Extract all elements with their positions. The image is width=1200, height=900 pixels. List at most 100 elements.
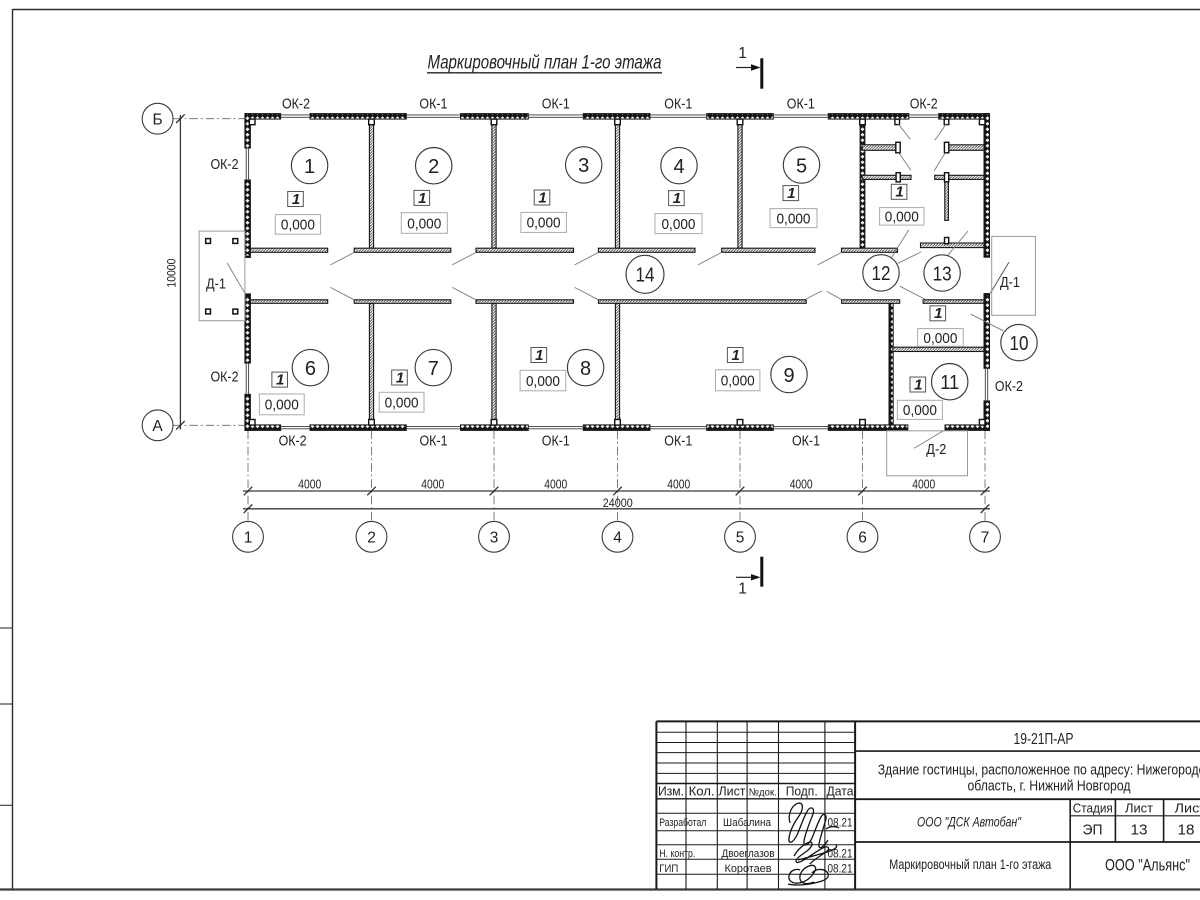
svg-text:1: 1 <box>538 189 546 206</box>
svg-text:5: 5 <box>796 155 807 177</box>
svg-text:0,000: 0,000 <box>662 217 696 233</box>
svg-text:6: 6 <box>305 358 316 380</box>
svg-text:1: 1 <box>304 156 315 178</box>
svg-text:10000: 10000 <box>164 258 178 287</box>
svg-text:0,000: 0,000 <box>526 374 560 390</box>
svg-text:13: 13 <box>933 263 952 285</box>
svg-text:0,000: 0,000 <box>407 216 441 232</box>
svg-text:0,000: 0,000 <box>923 331 957 347</box>
svg-text:Лист: Лист <box>1125 800 1153 815</box>
svg-text:08.21: 08.21 <box>828 848 853 860</box>
svg-text:18: 18 <box>1178 821 1195 838</box>
svg-text:ОК-1: ОК-1 <box>664 434 692 450</box>
svg-text:4000: 4000 <box>790 477 813 491</box>
svg-text:0,000: 0,000 <box>281 218 315 234</box>
svg-text:ОК-1: ОК-1 <box>542 96 570 112</box>
svg-text:Маркировочный план 1-го этажа: Маркировочный план 1-го этажа <box>889 857 1051 872</box>
svg-text:1: 1 <box>244 529 253 546</box>
svg-text:ОК-1: ОК-1 <box>792 434 820 450</box>
svg-text:1: 1 <box>673 190 681 207</box>
svg-text:2: 2 <box>428 156 439 178</box>
svg-text:ОК-1: ОК-1 <box>664 96 692 112</box>
svg-text:8: 8 <box>580 358 591 380</box>
svg-text:Здание гостинцы, расположенное: Здание гостинцы, расположенное по адресу… <box>878 762 1200 779</box>
svg-text:1: 1 <box>292 191 300 208</box>
svg-text:ООО "Альянс": ООО "Альянс" <box>1105 856 1190 874</box>
svg-text:Листов: Листов <box>1175 800 1200 815</box>
svg-text:4000: 4000 <box>667 477 690 491</box>
svg-text:7: 7 <box>428 358 439 380</box>
svg-text:0,000: 0,000 <box>721 374 755 390</box>
svg-text:12: 12 <box>872 263 891 285</box>
svg-text:4: 4 <box>673 156 684 178</box>
svg-text:1: 1 <box>787 185 795 202</box>
svg-text:1: 1 <box>738 45 747 62</box>
svg-text:3: 3 <box>490 529 499 546</box>
svg-text:10: 10 <box>1010 333 1029 355</box>
svg-text:ОК-1: ОК-1 <box>787 96 815 112</box>
svg-text:9: 9 <box>783 365 794 387</box>
svg-text:0,000: 0,000 <box>265 398 299 414</box>
svg-text:ОК-1: ОК-1 <box>420 434 448 450</box>
svg-text:Лист: Лист <box>719 783 746 798</box>
svg-text:1: 1 <box>738 581 747 598</box>
svg-text:№док.: №док. <box>749 786 777 798</box>
svg-text:1: 1 <box>914 376 922 393</box>
svg-text:А: А <box>152 418 163 435</box>
svg-text:1: 1 <box>732 347 740 364</box>
svg-text:1: 1 <box>535 347 543 364</box>
svg-text:Двоеглазов: Двоеглазов <box>722 848 775 860</box>
svg-text:08.21: 08.21 <box>828 818 853 830</box>
svg-text:11: 11 <box>940 372 959 394</box>
svg-text:08.21: 08.21 <box>828 863 853 875</box>
svg-text:Б: Б <box>153 111 163 128</box>
svg-text:6: 6 <box>858 529 867 546</box>
svg-text:Кол.: Кол. <box>689 783 715 798</box>
svg-text:0,000: 0,000 <box>777 211 811 227</box>
svg-text:1: 1 <box>396 369 404 386</box>
svg-text:1: 1 <box>418 190 426 207</box>
svg-text:область, г. Нижний Новгород: область, г. Нижний Новгород <box>968 778 1131 795</box>
svg-text:5: 5 <box>736 529 745 546</box>
svg-text:3: 3 <box>578 155 589 177</box>
svg-text:ОК-2: ОК-2 <box>995 379 1023 395</box>
svg-text:Д-1: Д-1 <box>1000 274 1020 291</box>
svg-text:14: 14 <box>636 265 655 287</box>
svg-text:ГИП: ГИП <box>659 863 678 875</box>
svg-text:Разработал: Разработал <box>659 817 706 829</box>
svg-text:0,000: 0,000 <box>385 396 419 412</box>
svg-text:ОК-2: ОК-2 <box>211 157 239 173</box>
svg-text:Д-1: Д-1 <box>206 275 226 292</box>
svg-text:ОК-2: ОК-2 <box>211 369 239 385</box>
svg-text:ОК-2: ОК-2 <box>282 96 310 112</box>
svg-text:ОК-2: ОК-2 <box>279 434 307 450</box>
svg-text:4000: 4000 <box>421 477 444 491</box>
svg-text:1: 1 <box>276 372 284 389</box>
svg-text:ОК-2: ОК-2 <box>910 96 938 112</box>
svg-text:24000: 24000 <box>603 497 633 510</box>
svg-text:13: 13 <box>1131 821 1148 838</box>
svg-text:4000: 4000 <box>912 477 935 491</box>
svg-text:Дата: Дата <box>827 783 855 798</box>
svg-text:0,000: 0,000 <box>527 216 561 232</box>
svg-text:7: 7 <box>981 529 990 546</box>
svg-text:19-21П-АР: 19-21П-АР <box>1014 731 1074 748</box>
svg-text:Шабалина: Шабалина <box>723 817 772 829</box>
svg-text:4000: 4000 <box>544 477 567 491</box>
svg-text:Коротаев: Коротаев <box>725 863 772 875</box>
svg-text:Стадия: Стадия <box>1073 800 1113 815</box>
svg-text:ООО "ДСК Автобан": ООО "ДСК Автобан" <box>917 815 1022 831</box>
svg-text:4000: 4000 <box>298 477 321 491</box>
svg-text:ЭП: ЭП <box>1083 821 1103 838</box>
svg-text:0,000: 0,000 <box>903 403 937 419</box>
svg-text:4: 4 <box>613 529 622 546</box>
svg-text:ОК-1: ОК-1 <box>542 434 570 450</box>
svg-text:ОК-1: ОК-1 <box>419 96 447 112</box>
svg-text:Подп.: Подп. <box>786 783 818 798</box>
svg-text:2: 2 <box>367 529 376 546</box>
svg-text:Н. контр.: Н. контр. <box>659 848 695 860</box>
svg-text:Д-2: Д-2 <box>926 441 946 458</box>
svg-text:1: 1 <box>895 184 903 201</box>
svg-text:0,000: 0,000 <box>885 210 919 226</box>
svg-text:Изм.: Изм. <box>658 783 684 798</box>
